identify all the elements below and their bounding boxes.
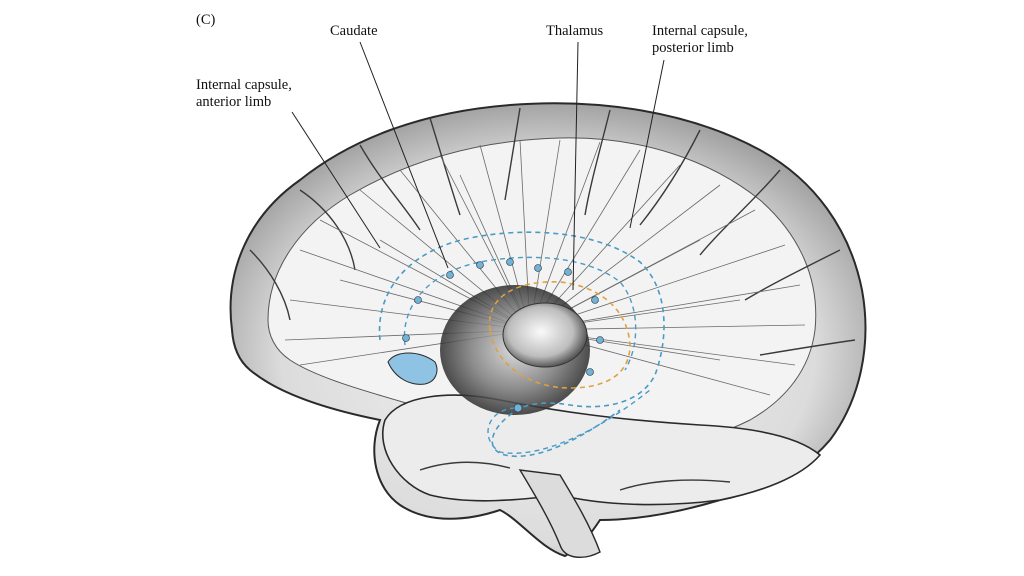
leader-caudate: [359, 41, 449, 269]
inner-ventricle-outline: [403, 256, 637, 371]
temporal-horn-outline: [487, 389, 651, 454]
label-caudate: Caudate: [330, 23, 378, 39]
leader-thalamus: [572, 41, 579, 291]
leader-internal-capsule-posterior: [629, 59, 665, 229]
label-internal-capsule-anterior-line2: anterior limb: [196, 94, 272, 110]
label-internal-capsule-anterior-line1: Internal capsule,: [196, 77, 292, 93]
leader-lines: [291, 41, 665, 291]
thalamus-outline: [488, 281, 631, 389]
brainstem: [518, 469, 601, 558]
label-internal-capsule-anterior: Internal capsule, anterior limb: [196, 77, 292, 111]
panel-letter: (C): [196, 12, 216, 28]
ventricle-anterior-horn: [387, 352, 438, 385]
label-internal-capsule-posterior: Internal capsule, posterior limb: [652, 23, 748, 57]
leader-internal-capsule-anterior: [291, 111, 381, 249]
vessel-dots: [402, 258, 604, 413]
label-thalamus: Thalamus: [546, 23, 604, 39]
thalamus-body: [502, 302, 588, 368]
gyri-lines: [249, 107, 856, 491]
label-internal-capsule-posterior-line2: posterior limb: [652, 40, 734, 56]
label-internal-capsule-posterior-line1: Internal capsule,: [652, 23, 748, 39]
